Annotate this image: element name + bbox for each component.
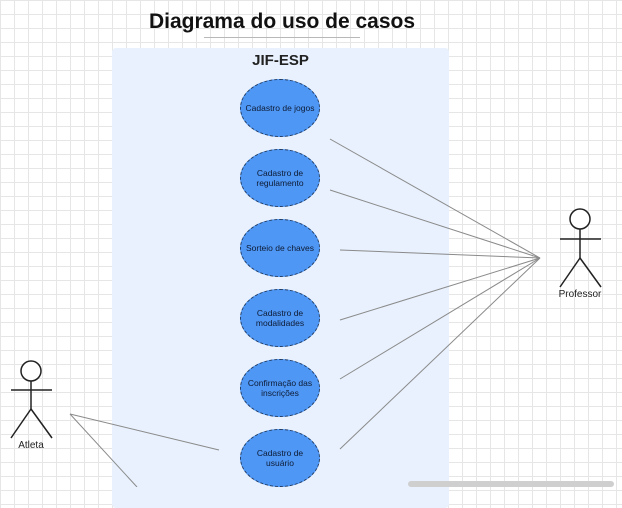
atleta-actor-label: Atleta <box>18 440 44 451</box>
usecase-sorteio-de-chaves[interactable]: Sorteio de chaves <box>240 219 320 277</box>
usecase-cadastro-de-jogos[interactable]: Cadastro de jogos <box>240 79 320 137</box>
professor-actor-label: Professor <box>558 289 602 300</box>
edge-professor-cadastro-usuario <box>339 257 541 450</box>
horizontal-scrollbar[interactable] <box>408 481 614 487</box>
diagram-canvas <box>10 138 602 487</box>
system-boundary-label: JIF-ESP <box>252 52 309 69</box>
diagram-title: Diagrama do uso de casos <box>148 10 416 33</box>
atleta-actor-icon <box>10 360 53 439</box>
usecase-confirmacao-das-inscricoes[interactable]: Confirmação das inscrições <box>240 359 320 417</box>
title-underline <box>204 37 360 38</box>
edge-professor-confirmacao-inscricoes <box>339 257 541 380</box>
edge-professor-cadastro-jogos <box>329 138 541 259</box>
edge-professor-sorteio-chaves <box>339 249 541 259</box>
edge-professor-cadastro-modalidades <box>339 257 541 321</box>
usecase-cadastro-de-modalidades[interactable]: Cadastro de modalidades <box>240 289 320 347</box>
professor-actor-icon <box>559 208 602 288</box>
usecase-cadastro-de-regulamento[interactable]: Cadastro de regulamento <box>240 149 320 207</box>
edge-atleta-offscreen <box>69 413 138 487</box>
edge-atleta-cadastro-usuario <box>69 413 220 451</box>
edge-professor-cadastro-regulamento <box>329 189 541 259</box>
usecase-cadastro-de-usuario[interactable]: Cadastro de usuário <box>240 429 320 487</box>
